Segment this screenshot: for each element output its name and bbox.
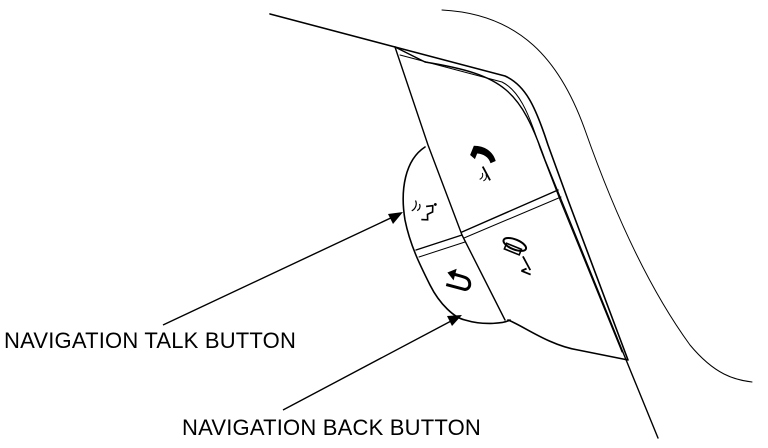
nav-cluster-outline (402, 146, 511, 325)
switch-panel-divider-2 (463, 196, 562, 239)
switch-panel-right-inner (559, 199, 623, 353)
leader-line-back (282, 315, 462, 411)
nav-cluster-divider-2 (418, 241, 466, 258)
switch-panel-divider (461, 189, 559, 233)
navigation-back-button-label: NAVIGATION BACK BUTTON (182, 415, 481, 440)
back-arrow-icon (445, 268, 472, 291)
phone-pickup-voice-icon (470, 145, 496, 182)
navigation-talk-button-label: NAVIGATION TALK BUTTON (4, 328, 297, 353)
nav-cluster-divider (415, 234, 463, 251)
wheel-spoke-edge (394, 46, 659, 439)
switch-panel-left-edge (394, 46, 506, 321)
phone-hangup-back-icon (502, 236, 532, 276)
switch-panel-outline (394, 46, 629, 361)
leader-line-talk (162, 212, 403, 326)
wheel-rim-outer (269, 13, 396, 48)
switch-panel-inner-edge (399, 54, 561, 201)
voice-talk-icon (411, 200, 437, 221)
wheel-rim-curve (441, 9, 753, 383)
